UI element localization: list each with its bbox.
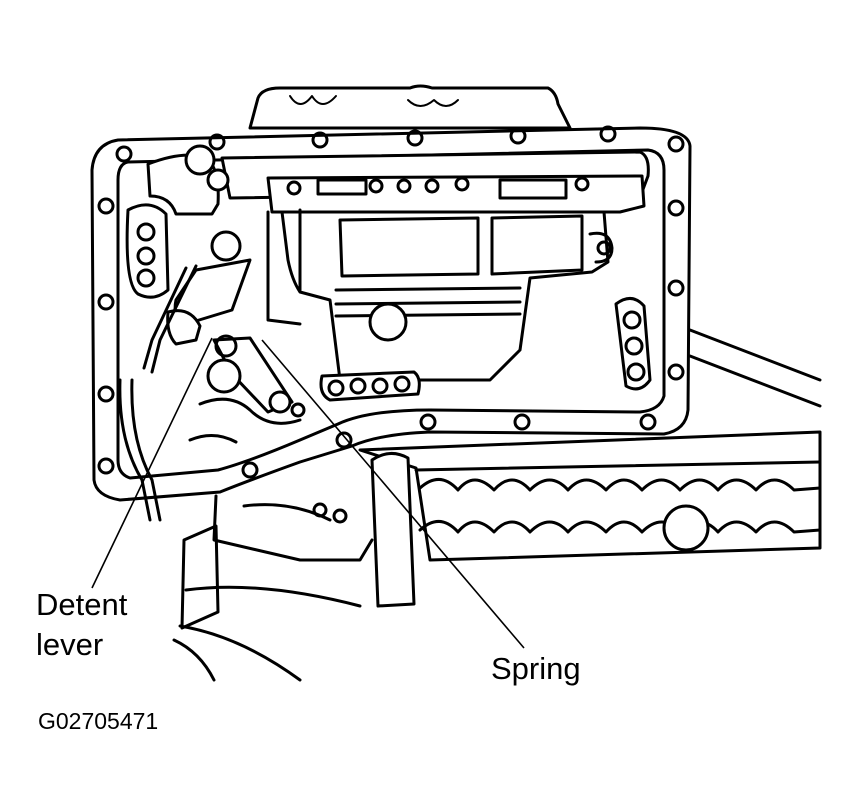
spring-leader — [261, 339, 525, 649]
extension-housing — [358, 328, 822, 608]
right-bracket — [614, 297, 652, 391]
detent-lever-leader — [91, 337, 213, 589]
detent-lever-label-line2: lever — [36, 627, 104, 662]
lower-case — [172, 397, 374, 682]
detent-lever-assembly — [118, 144, 306, 522]
detent-lever-label-line1: Detent — [36, 587, 128, 622]
flange-bolt-holes — [97, 125, 685, 479]
spring-label: Spring — [491, 651, 581, 686]
bolt-strip — [319, 370, 421, 402]
valve-body — [220, 150, 650, 382]
upper-housing — [248, 84, 572, 130]
figure-id: G02705471 — [38, 708, 159, 734]
